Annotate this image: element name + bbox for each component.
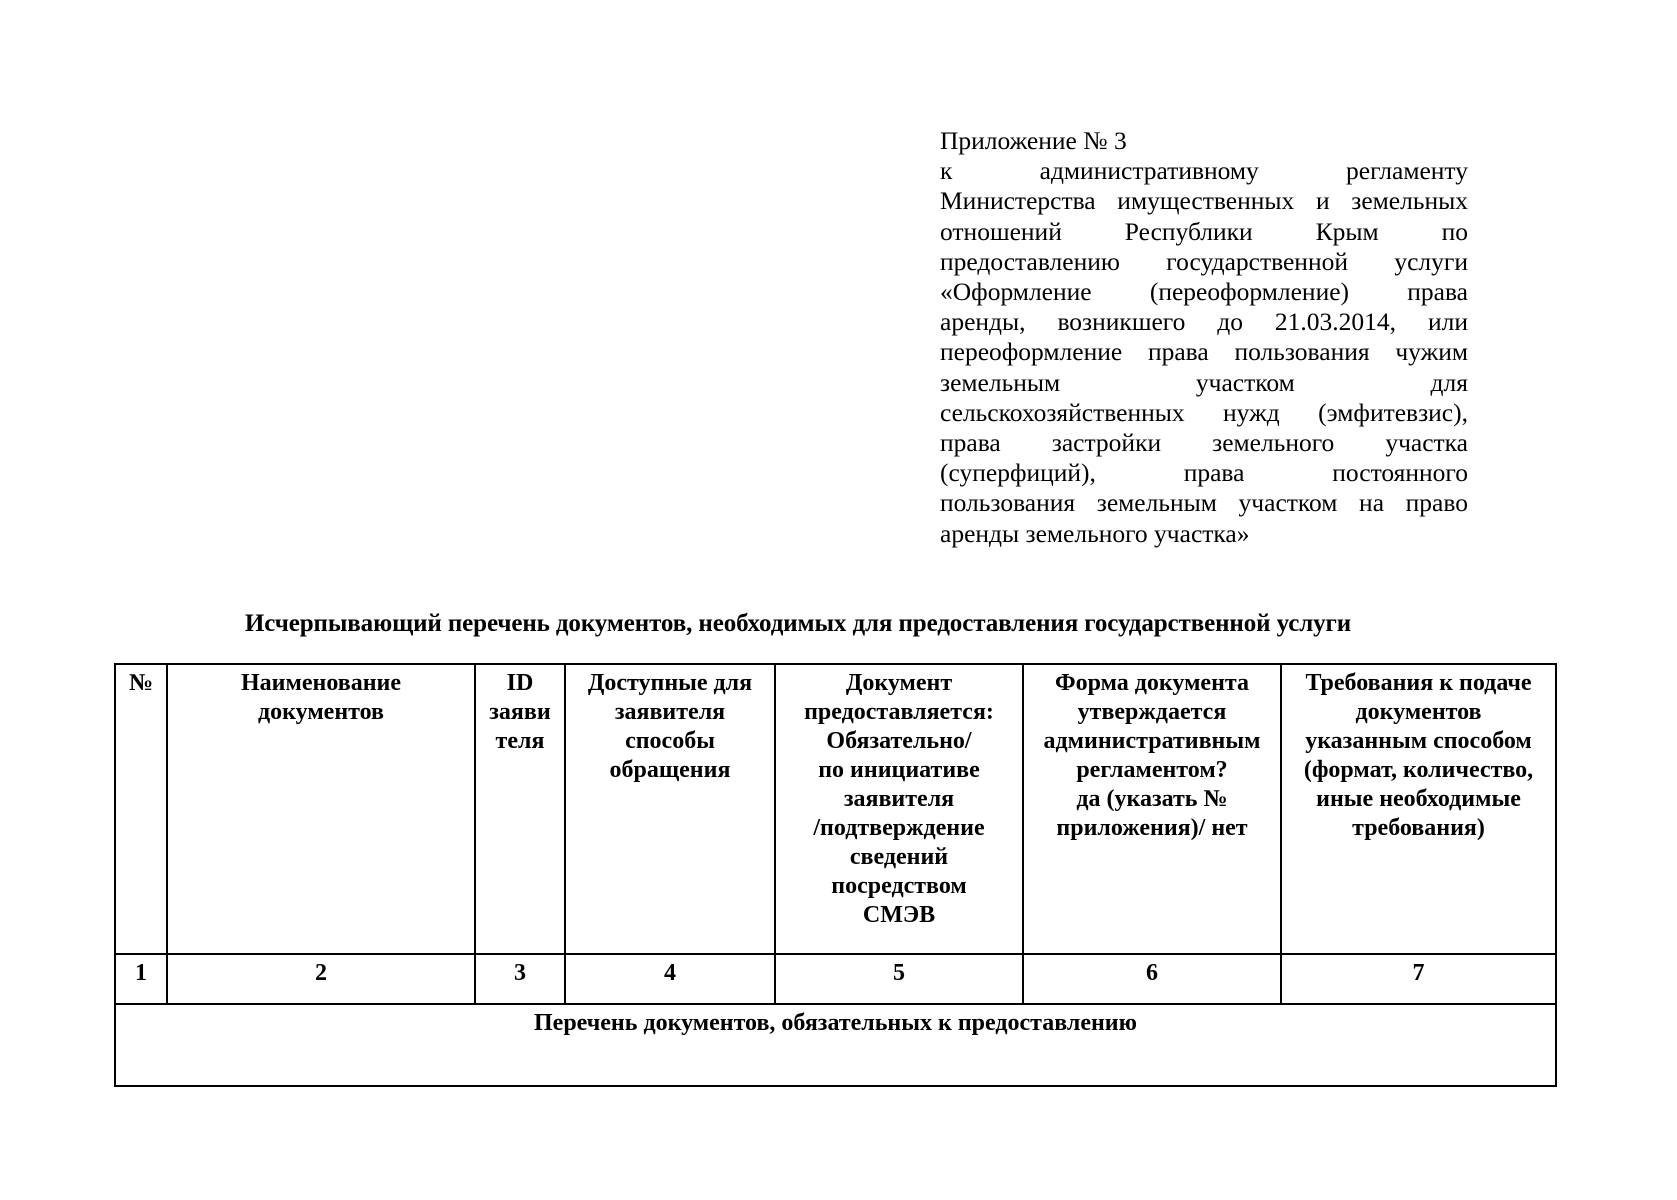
appendix-line-7: аренды, возникшего до 21.03.2014, или [940, 307, 1468, 337]
header-line: сведений [849, 844, 949, 870]
table-header-submission-requirements: Требования к подаче документов указанным… [1280, 663, 1557, 955]
column-number-5: 5 [774, 953, 1024, 1005]
header-line: регламентом? [1076, 757, 1228, 783]
header-line: Обязательно/ [826, 728, 972, 754]
header-line: утверждается [1077, 699, 1227, 725]
table-header-number: № [114, 663, 168, 955]
header-line: требования) [1352, 815, 1485, 841]
documents-table-wrapper: № Наименование документов ID заяви теля … [114, 663, 1557, 1087]
appendix-line-6: «Оформление (переоформление) права [940, 277, 1468, 307]
table-column-number-row: 1 2 3 4 5 6 7 [114, 953, 1557, 1005]
header-line: заяви [489, 699, 551, 725]
header-line: Требования к подаче [1305, 670, 1532, 696]
section-row-label: Перечень документов, обязательных к пред… [114, 1003, 1557, 1087]
header-line: способы [625, 728, 715, 754]
table-header-applicant-id: ID заяви теля [474, 663, 566, 955]
column-number-1: 1 [114, 953, 168, 1005]
appendix-line-4: отношений Республики Крым по [940, 216, 1468, 246]
column-number-7: 7 [1280, 953, 1557, 1005]
appendix-line-14: аренды земельного участка» [940, 518, 1250, 548]
header-line: теля [495, 728, 545, 754]
header-line: Доступные для [587, 670, 753, 696]
column-number-2: 2 [166, 953, 476, 1005]
appendix-reference-block: Приложение № 3 к административному регла… [940, 126, 1468, 549]
header-line: по инициативе [818, 757, 980, 783]
page-title: Исчерпывающий перечень документов, необх… [244, 610, 1352, 637]
header-line: иные необходимые [1316, 786, 1521, 812]
table-section-row: Перечень документов, обязательных к пред… [114, 1003, 1557, 1087]
appendix-line-13: пользования земельным участком на право [940, 488, 1468, 518]
documents-table: № Наименование документов ID заяви теля … [114, 663, 1557, 1087]
table-header-form-approved: Форма документа утверждается администрат… [1022, 663, 1282, 955]
header-line: заявителя [614, 699, 726, 725]
appendix-line-2: к административному регламенту [940, 156, 1468, 186]
table-header-application-methods: Доступные для заявителя способы обращени… [564, 663, 776, 955]
header-line: Наименование [241, 670, 401, 696]
table-header-document-name: Наименование документов [166, 663, 476, 955]
column-number-3: 3 [474, 953, 566, 1005]
appendix-line-8: переоформление права пользования чужим [940, 337, 1468, 367]
appendix-line-9: земельным участком для [940, 367, 1468, 397]
header-line: административным [1043, 728, 1261, 754]
header-line: Форма документа [1054, 670, 1249, 696]
header-line: документов [258, 699, 384, 725]
header-line: посредством [831, 873, 967, 899]
appendix-line-12: (суперфиций), права постоянного [940, 458, 1468, 488]
column-number-6: 6 [1022, 953, 1282, 1005]
header-line: документов [1355, 699, 1482, 725]
column-number-4: 4 [564, 953, 776, 1005]
header-line: приложения)/ нет [1056, 815, 1248, 841]
table-header-submission-type: Документ предоставляется: Обязательно/ п… [774, 663, 1024, 955]
header-line: указанным способом [1305, 728, 1532, 754]
header-line: заявителя [843, 786, 955, 812]
header-line: Документ [845, 670, 953, 696]
header-line: /подтверждение [813, 815, 985, 841]
header-line: (формат, количество, [1303, 757, 1534, 783]
appendix-line-3: Министерства имущественных и земельных [940, 186, 1468, 216]
appendix-line-1: Приложение № 3 [940, 126, 1127, 155]
table-header-row: № Наименование документов ID заяви теля … [114, 663, 1557, 955]
header-line: обращения [609, 757, 731, 783]
header-line: № [128, 670, 154, 696]
header-line: СМЭВ [862, 902, 936, 928]
header-line: да (указать № [1076, 786, 1228, 812]
header-line: ID [506, 670, 534, 696]
appendix-line-10: сельскохозяйственных нужд (эмфитевзис), [940, 397, 1468, 427]
appendix-line-5: предоставлению государственной услуги [940, 246, 1468, 276]
appendix-line-11: права застройки земельного участка [940, 428, 1468, 458]
header-line: предоставляется: [804, 699, 994, 725]
